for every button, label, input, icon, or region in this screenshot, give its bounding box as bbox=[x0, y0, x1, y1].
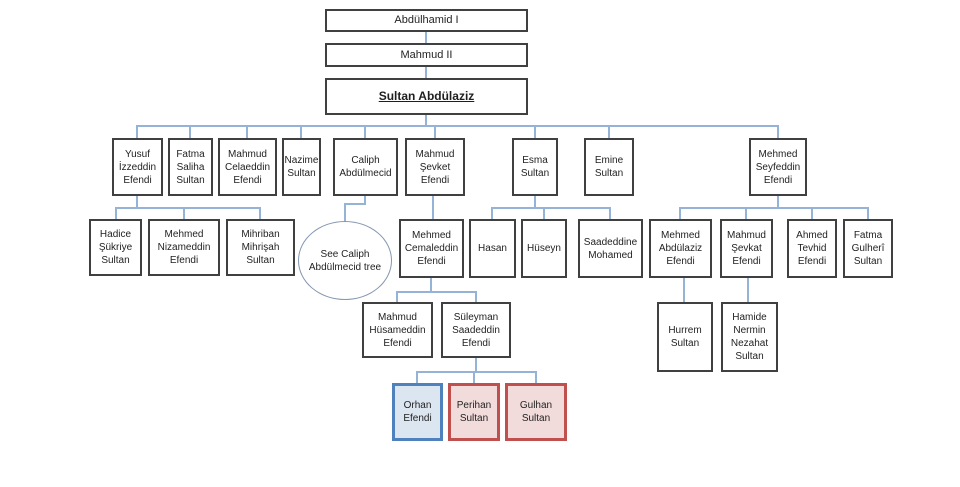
connector-line bbox=[136, 125, 138, 138]
connector-line bbox=[534, 125, 536, 138]
connector-line bbox=[475, 358, 477, 371]
node-hurrem-sultan: Hurrem Sultan bbox=[657, 302, 713, 372]
connector-line bbox=[608, 125, 610, 138]
node-mahmud-ii: Mahmud II bbox=[325, 43, 528, 67]
node-sultan-abdulaziz: Sultan Abdülaziz bbox=[325, 78, 528, 115]
connector-line bbox=[534, 196, 536, 207]
connector-line bbox=[777, 196, 779, 207]
node-fatma-gulheri-sultan: Fatma Gulherî Sultan bbox=[843, 219, 893, 278]
connector-line bbox=[679, 207, 681, 219]
node-ahmed-tevhid-efendi: Ahmed Tevhid Efendi bbox=[787, 219, 837, 278]
connector-line bbox=[115, 207, 117, 219]
node-hadice-sukriye-sultan: Hadice Şükriye Sultan bbox=[89, 219, 142, 276]
connector-line bbox=[364, 125, 366, 138]
connector-line bbox=[430, 278, 432, 291]
node-perihan-sultan: Perihan Sultan bbox=[448, 383, 500, 441]
node-abdulhamid-i: Abdülhamid I bbox=[325, 9, 528, 32]
connector-line bbox=[116, 207, 260, 209]
node-suleyman-saadeddin-efendi: Süleyman Saadeddin Efendi bbox=[441, 302, 511, 358]
connector-line bbox=[416, 371, 418, 383]
connector-line bbox=[683, 278, 685, 302]
node-orhan-efendi: Orhan Efendi bbox=[392, 383, 443, 441]
node-mahmud-husameddin-efendi: Mahmud Hüsameddin Efendi bbox=[362, 302, 433, 358]
ellipse-see-caliph-abdulmecid-tree: See Caliph Abdülmecid tree bbox=[298, 221, 392, 300]
node-mihriban-mihrisah-sultan: Mihriban Mihrişah Sultan bbox=[226, 219, 295, 276]
connector-line bbox=[425, 66, 427, 78]
connector-line bbox=[259, 207, 261, 219]
node-nazime-sultan: Nazime Sultan bbox=[282, 138, 321, 196]
connector-line bbox=[183, 207, 185, 219]
connector-line bbox=[397, 291, 476, 293]
connector-line bbox=[535, 371, 537, 383]
connector-line bbox=[364, 196, 366, 204]
connector-line bbox=[609, 207, 611, 219]
connector-line bbox=[396, 291, 398, 302]
connector-line bbox=[425, 114, 427, 125]
connector-line bbox=[137, 125, 778, 127]
connector-line bbox=[432, 196, 434, 219]
connector-line bbox=[811, 207, 813, 219]
node-esma-sultan: Esma Sultan bbox=[512, 138, 558, 196]
node-gulhan-sultan: Gulhan Sultan bbox=[505, 383, 567, 441]
connector-line bbox=[434, 125, 436, 138]
node-hamide-nermin-nezahat-sultan: Hamide Nermin Nezahat Sultan bbox=[721, 302, 778, 372]
node-saadeddine-mohamed: Saadeddine Mohamed bbox=[578, 219, 643, 278]
node-yusuf-izzeddin-efendi: Yusuf İzzeddin Efendi bbox=[112, 138, 163, 196]
node-caliph-abdulmecid: Caliph Abdülmecid bbox=[333, 138, 398, 196]
connector-line bbox=[425, 31, 427, 43]
node-huseyn: Hüseyn bbox=[521, 219, 567, 278]
node-fatma-saliha-sultan: Fatma Saliha Sultan bbox=[168, 138, 213, 196]
connector-line bbox=[475, 291, 477, 302]
node-mahmud-sevkat-efendi: Mahmud Şevkat Efendi bbox=[720, 219, 773, 278]
connector-line bbox=[747, 278, 749, 302]
connector-line bbox=[417, 371, 536, 373]
node-mehmed-cemaleddin-efendi: Mehmed Cemaleddin Efendi bbox=[399, 219, 464, 278]
connector-line bbox=[246, 125, 248, 138]
connector-line bbox=[777, 125, 779, 138]
node-mahmud-celaeddin-efendi: Mahmud Celaeddin Efendi bbox=[218, 138, 277, 196]
connector-line bbox=[473, 371, 475, 383]
node-mehmed-abdulaziz-efendi: Mehmed Abdülaziz Efendi bbox=[649, 219, 712, 278]
connector-line bbox=[189, 125, 191, 138]
node-mehmed-nizameddin-efendi: Mehmed Nizameddin Efendi bbox=[148, 219, 220, 276]
node-emine-sultan: Emine Sultan bbox=[584, 138, 634, 196]
connector-line bbox=[543, 207, 545, 219]
connector-line bbox=[867, 207, 869, 219]
connector-line bbox=[680, 207, 868, 209]
node-hasan: Hasan bbox=[469, 219, 516, 278]
connector-line bbox=[745, 207, 747, 219]
node-mahmud-sevket-efendi: Mahmud Şevket Efendi bbox=[405, 138, 465, 196]
connector-line bbox=[492, 207, 610, 209]
connector-line bbox=[344, 203, 346, 221]
connector-line bbox=[300, 125, 302, 138]
connector-line bbox=[136, 196, 138, 207]
node-mehmed-seyfeddin-efendi: Mehmed Seyfeddin Efendi bbox=[749, 138, 807, 196]
connector-line bbox=[344, 203, 366, 205]
connector-line bbox=[491, 207, 493, 219]
